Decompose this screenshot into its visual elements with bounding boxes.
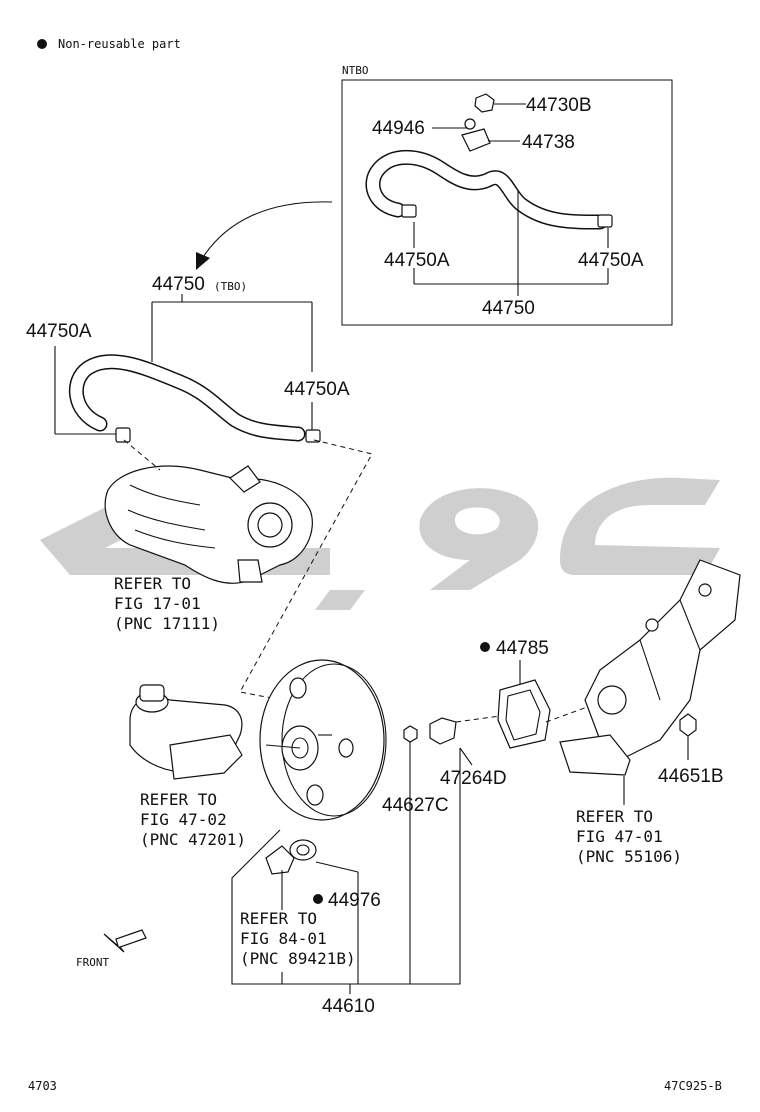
non-reusable-dot-icon-44976 xyxy=(313,894,323,904)
front-arrow-icon xyxy=(103,929,147,953)
ref-fig17-line3: (PNC 17111) xyxy=(114,614,220,633)
ref-fig4701-line1: REFER TO xyxy=(576,807,653,826)
ref-fig8401-line2: FIG 84-01 xyxy=(240,929,327,948)
part-44610: 44610 xyxy=(322,996,375,1017)
reference-arrow xyxy=(199,201,333,263)
ref-fig4702-line3: (PNC 47201) xyxy=(140,830,246,849)
ref-fig17-line1: REFER TO xyxy=(114,574,191,593)
clip-47264D xyxy=(429,717,457,745)
part-44750-main: 44750 xyxy=(152,274,205,295)
pedal-bracket xyxy=(559,559,741,776)
legend-text: Non-reusable part xyxy=(58,37,181,51)
ref-fig4701-line3: (PNC 55106) xyxy=(576,847,682,866)
inset-box xyxy=(341,79,673,326)
intake-manifold xyxy=(104,465,313,584)
part-44627C: 44627C xyxy=(382,795,449,816)
ref-fig4702-line1: REFER TO xyxy=(140,790,217,809)
part-44750A-left: 44750A xyxy=(26,321,92,342)
ref-fig17-line2: FIG 17-01 xyxy=(114,594,201,613)
master-cylinder xyxy=(129,684,243,780)
illustration-code: 47C925-B xyxy=(664,1079,722,1093)
front-label: FRONT xyxy=(76,956,109,969)
part-44785: 44785 xyxy=(496,638,549,659)
part-44730B: 44730B xyxy=(526,95,592,116)
brake-booster xyxy=(259,659,387,821)
ref-fig4701-line2: FIG 47-01 xyxy=(576,827,663,846)
arrow-head-icon xyxy=(196,252,210,270)
ref-fig8401-line3: (PNC 89421B) xyxy=(240,949,356,968)
check-valve xyxy=(265,845,295,875)
part-44976: 44976 xyxy=(328,890,381,911)
part-44750-inset: 44750 xyxy=(482,298,535,319)
inset-label: NTBO xyxy=(342,64,369,77)
part-44946: 44946 xyxy=(372,118,425,139)
nut-44627C xyxy=(403,725,418,743)
page-number: 4703 xyxy=(28,1079,57,1093)
part-44750A-inset-right: 44750A xyxy=(578,250,644,271)
part-44750A-inset-left: 44750A xyxy=(384,250,450,271)
non-reusable-dot-icon xyxy=(37,39,47,49)
vacuum-hose xyxy=(68,354,321,443)
non-reusable-dot-icon-44785 xyxy=(480,642,490,652)
part-44750A-right: 44750A xyxy=(284,379,350,400)
part-47264D: 47264D xyxy=(440,768,507,789)
nut-44651B xyxy=(679,713,697,737)
inset-hose xyxy=(365,93,613,230)
part-44738: 44738 xyxy=(522,132,575,153)
grommet-44976 xyxy=(289,839,317,861)
ref-fig4702-line2: FIG 47-02 xyxy=(140,810,227,829)
part-44651B: 44651B xyxy=(658,766,724,787)
ref-fig8401-line1: REFER TO xyxy=(240,909,317,928)
part-44750-main-suffix: (TBO) xyxy=(214,280,247,293)
